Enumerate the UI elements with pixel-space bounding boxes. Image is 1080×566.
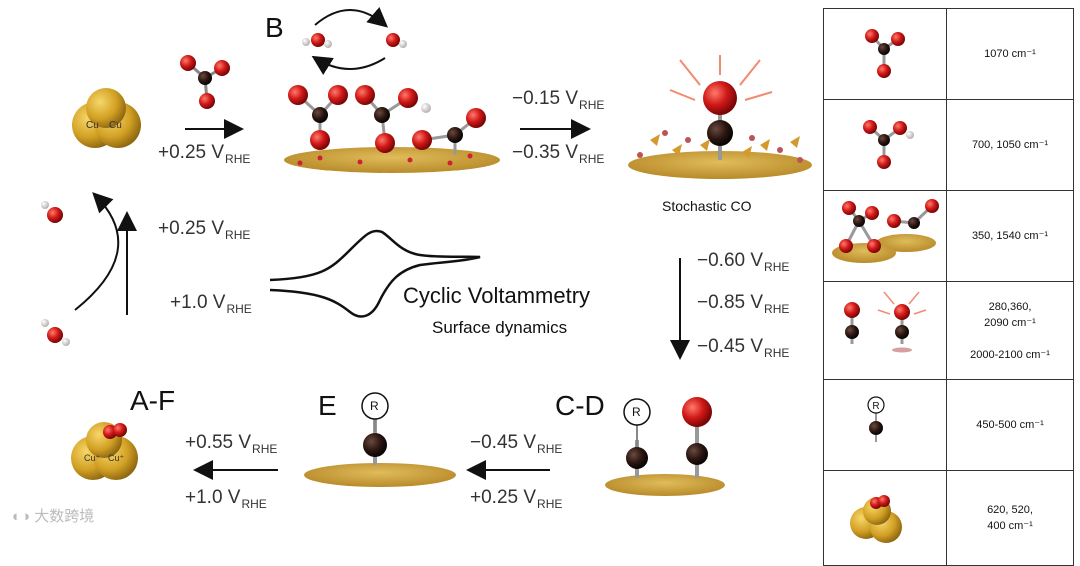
bicarbonate-icon — [863, 120, 914, 169]
table-pic-r-group: R — [823, 379, 947, 471]
e-surface-r — [304, 392, 456, 487]
ir-frequency-table: 1070 cm⁻¹ 700, 1050 cm⁻¹ — [823, 8, 1074, 566]
watermark-logo-icon: ◐◑ — [12, 508, 35, 525]
r-group-label-cd: R — [632, 405, 641, 419]
carbonate-icon — [865, 29, 905, 78]
watermark: ◐◑ 大数跨境 — [12, 505, 94, 526]
cu-atom-label-1: Cu — [86, 120, 99, 131]
table-row: 620, 520, 400 cm⁻¹ — [823, 470, 1074, 566]
stage-b-label: B — [265, 12, 284, 43]
cv-subtitle: Surface dynamics — [432, 318, 568, 337]
potential-bottom-cd-1: −0.45 VRHE — [470, 432, 563, 456]
cu-plus-label-1: Cu⁺ — [84, 453, 101, 463]
table-pic-cu-oxide — [823, 470, 947, 566]
r-group-icon: R — [867, 396, 885, 442]
reaction-diagram — [41, 6, 812, 496]
b-surface — [284, 147, 500, 173]
cv-title: Cyclic Voltammetry — [403, 283, 591, 308]
table-row: 280,360, 2090 cm⁻¹ 2000-2100 cm⁻¹ — [823, 281, 1074, 380]
table-value: 700, 1050 cm⁻¹ — [946, 99, 1074, 191]
table-pic-co — [823, 281, 947, 380]
cv-curve — [269, 229, 481, 318]
potential-top-right-2: −0.35 VRHE — [512, 142, 605, 166]
potential-bottom-ea-2: +1.0 VRHE — [185, 487, 267, 511]
table-value: 450-500 cm⁻¹ — [946, 379, 1074, 471]
table-row: 700, 1050 cm⁻¹ — [823, 99, 1074, 191]
table-value: 280,360, 2090 cm⁻¹ 2000-2100 cm⁻¹ — [946, 281, 1074, 380]
stage-e-label: E — [318, 390, 337, 421]
table-pic-bicarbonate — [823, 99, 947, 191]
potential-top-left: +0.25 VRHE — [158, 142, 251, 166]
potential-right-2: −0.85 VRHE — [697, 292, 790, 316]
potential-bottom-ea-1: +0.55 VRHE — [185, 432, 278, 456]
stage-cd-label: C-D — [555, 390, 605, 421]
table-pic-adsorbed-carbonates — [823, 190, 947, 282]
r-group-label-e: R — [370, 399, 379, 413]
cu-plus-label-2: Cu⁺ — [108, 453, 125, 463]
potential-top-right-1: −0.15 VRHE — [512, 88, 605, 112]
svg-text:R: R — [872, 401, 879, 412]
stochastic-co-label: Stochastic CO — [662, 198, 752, 214]
co-molecule-icon — [844, 291, 927, 353]
potential-mid-upper: +0.25 VRHE — [158, 218, 251, 242]
table-pic-carbonate — [823, 8, 947, 100]
table-value: 1070 cm⁻¹ — [946, 8, 1074, 100]
cu-atom-label-2: Cu — [109, 120, 122, 131]
cu-oxide-cluster-icon — [850, 495, 902, 543]
potential-right-1: −0.60 VRHE — [697, 250, 790, 274]
potential-mid-lower: +1.0 VRHE — [170, 292, 252, 316]
carbonate-molecule-top — [180, 55, 230, 109]
potential-bottom-cd-2: +0.25 VRHE — [470, 487, 563, 511]
watermark-text: 大数跨境 — [34, 508, 95, 525]
cd-surface — [605, 397, 725, 496]
b-water-cycle — [302, 6, 407, 75]
potential-right-3: −0.45 VRHE — [697, 336, 790, 360]
af-cu-plus-cluster — [71, 422, 138, 480]
table-row: 350, 1540 cm⁻¹ — [823, 190, 1074, 282]
adsorbed-carbonates-icon — [832, 199, 939, 263]
b-adsorbed-carbonates — [288, 85, 486, 155]
cu-cluster-top-left — [72, 88, 141, 148]
table-value: 350, 1540 cm⁻¹ — [946, 190, 1074, 282]
table-value: 620, 520, 400 cm⁻¹ — [946, 470, 1074, 566]
table-row: R 450-500 cm⁻¹ — [823, 379, 1074, 471]
left-water-arc — [41, 192, 137, 346]
stochastic-co-surface — [628, 55, 812, 179]
table-row: 1070 cm⁻¹ — [823, 8, 1074, 100]
stage-af-label: A-F — [130, 385, 176, 416]
